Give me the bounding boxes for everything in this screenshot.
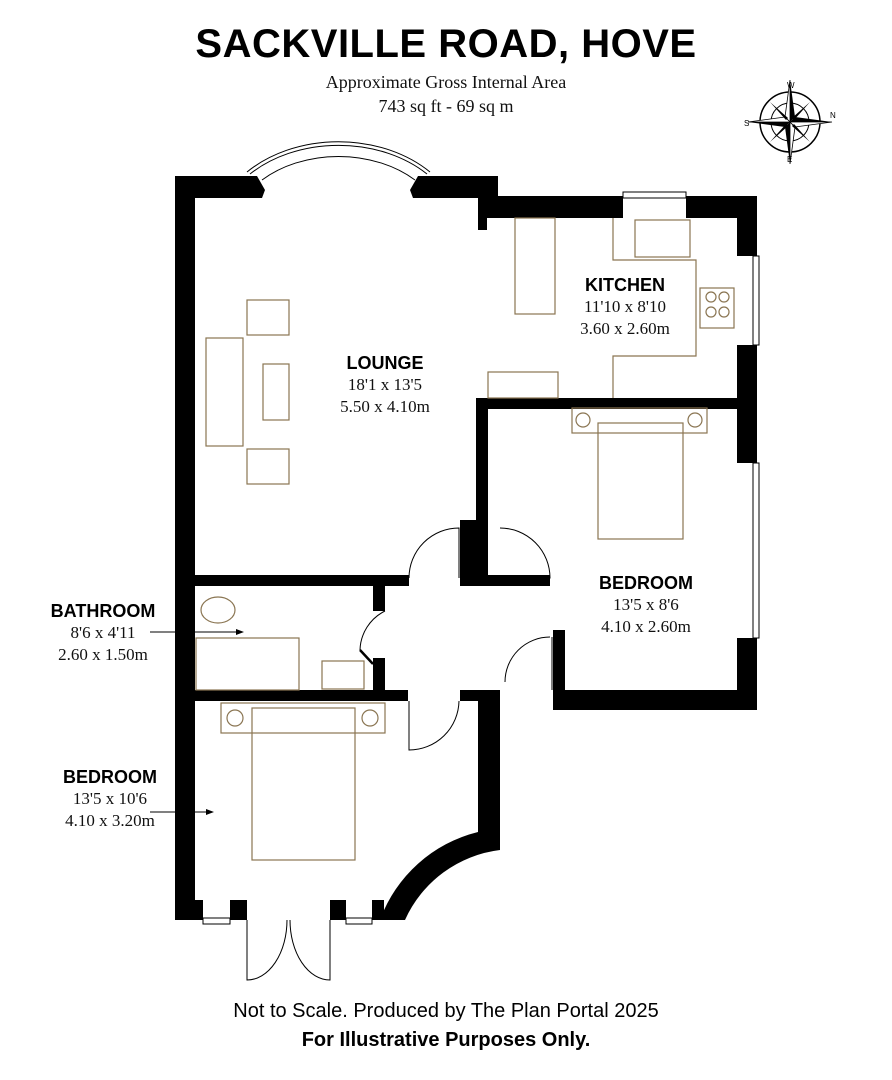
kitchen-counters bbox=[487, 217, 735, 399]
bed-2 bbox=[220, 702, 386, 861]
svg-text:S: S bbox=[744, 119, 749, 128]
compass-rose-icon: S N E W bbox=[744, 79, 836, 165]
doors bbox=[246, 527, 553, 981]
svg-text:E: E bbox=[787, 155, 792, 164]
footer-credit: Not to Scale. Produced by The Plan Porta… bbox=[233, 1000, 659, 1022]
lounge-furniture bbox=[205, 299, 290, 485]
room-label-bedroom-2: BEDROOM 13'5 x 10'6 4.10 x 3.20m bbox=[63, 767, 157, 830]
room-label-bathroom: BATHROOM 8'6 x 4'11 2.60 x 1.50m bbox=[50, 601, 156, 664]
svg-text:N: N bbox=[830, 111, 836, 120]
bay-window bbox=[246, 141, 431, 181]
area-value: 743 sq ft - 69 sq m bbox=[378, 96, 514, 116]
windows bbox=[202, 191, 760, 925]
bathroom-fixtures bbox=[195, 596, 365, 691]
room-label-bedroom-1: BEDROOM 13'5 x 8'6 4.10 x 2.60m bbox=[599, 573, 693, 636]
walls bbox=[175, 176, 757, 920]
footer-disclaimer: For Illustrative Purposes Only. bbox=[301, 1029, 591, 1051]
bed-1 bbox=[571, 407, 708, 540]
svg-text:W: W bbox=[787, 81, 795, 90]
area-subtitle: Approximate Gross Internal Area bbox=[325, 72, 567, 92]
plan-title: SACKVILLE ROAD, HOVE bbox=[195, 22, 697, 66]
room-label-lounge: LOUNGE 18'1 x 13'5 5.50 x 4.10m bbox=[340, 353, 430, 416]
room-label-kitchen: KITCHEN 11'10 x 8'10 3.60 x 2.60m bbox=[580, 275, 670, 338]
